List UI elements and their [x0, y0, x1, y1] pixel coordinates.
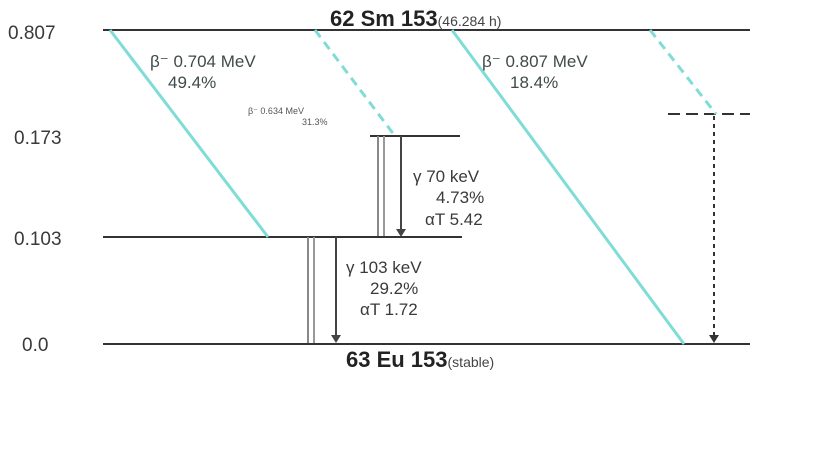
beta-label-0704-intensity: 49.4%	[168, 73, 216, 92]
gamma-label-70-intensity: 4.73%	[436, 188, 484, 207]
daughter-nuclide-name: 63 Eu 153	[346, 347, 448, 372]
beta-label-0634-energy: β⁻ 0.634 MeV	[248, 106, 304, 116]
gamma-arrowhead-103	[331, 335, 341, 343]
level-label-0173: 0.173	[14, 128, 62, 149]
beta-line-0807	[450, 29, 686, 345]
parent-nuclide-name: 62 Sm 153	[330, 6, 438, 31]
gamma-label-103-energy: γ 103 keV	[346, 258, 422, 277]
daughter-nuclide-label: 63 Eu 153(stable)	[346, 347, 494, 372]
beta-label-0704-energy: β⁻ 0.704 MeV	[150, 52, 256, 71]
beta-line-0704	[108, 29, 270, 238]
gamma-label-103-coefficient: αT 1.72	[360, 300, 418, 319]
beta-label-0807-energy: β⁻ 0.807 MeV	[482, 52, 588, 71]
daughter-stability: (stable)	[448, 354, 495, 370]
level-label-0103: 0.103	[14, 229, 62, 250]
beta-line-0634	[313, 29, 397, 137]
level-label-0000: 0.0	[22, 335, 48, 356]
gamma-label-103-intensity: 29.2%	[370, 279, 418, 298]
parent-nuclide-label: 62 Sm 153(46.284 h)	[330, 6, 501, 31]
level-label-0807: 0.807	[8, 23, 56, 44]
beta-label-0807-intensity: 18.4%	[510, 73, 558, 92]
parent-half-life: (46.284 h)	[438, 13, 502, 29]
beta-line-right-dashed	[648, 29, 718, 115]
gamma-arrowhead-70	[396, 229, 406, 237]
gamma-arrowhead-right	[709, 335, 719, 343]
gamma-label-70-energy: γ 70 keV	[413, 167, 480, 186]
beta-label-0634-intensity: 31.3%	[302, 117, 328, 127]
gamma-label-70-coefficient: αT 5.42	[425, 210, 483, 229]
